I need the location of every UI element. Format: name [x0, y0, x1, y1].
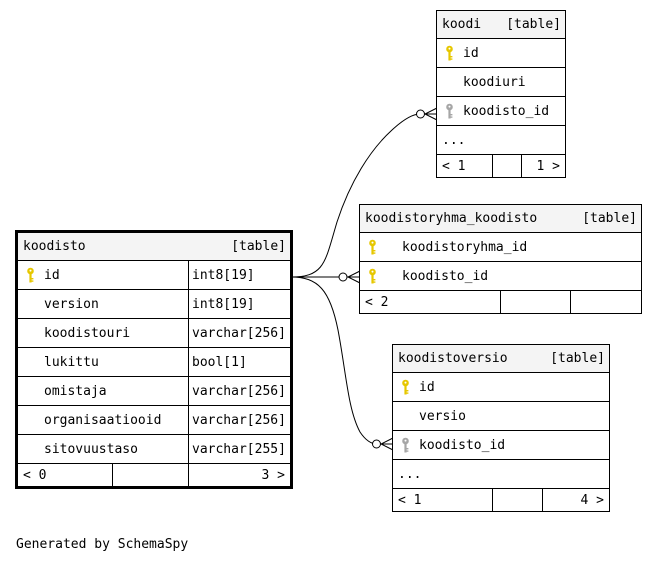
table-header: koodi [table]: [437, 11, 565, 39]
table-name: koodisto: [23, 239, 86, 254]
column-row: koodiuri: [437, 68, 565, 97]
more-columns: ...: [437, 126, 565, 155]
column-name: version: [44, 296, 99, 312]
column-name: koodisto_id: [463, 103, 550, 119]
children-count: 4 >: [542, 489, 609, 511]
column-row: koodisto_id: [437, 97, 565, 126]
primary-key-icon: [360, 233, 384, 261]
footer-middle: [492, 155, 521, 177]
column-row: koodisto_id: [393, 431, 609, 460]
edge-koodistoversio-crowfoot: [379, 437, 394, 451]
column-row: id: [393, 373, 609, 402]
column-name: id: [419, 379, 435, 395]
edge-koodi-zero-marker: [416, 109, 425, 119]
parents-count: < 0: [23, 467, 47, 483]
column-name: lukittu: [44, 354, 99, 370]
column-row: lukittu bool[1]: [18, 348, 290, 377]
column-name: organisaatiooid: [44, 412, 162, 428]
column-name: versio: [419, 408, 466, 424]
column-row: id: [437, 39, 565, 68]
table-koodistoversio[interactable]: koodistoversio [table] id versio koodist…: [392, 344, 610, 512]
column-row: koodistoryhma_id: [360, 233, 641, 262]
column-name: id: [463, 45, 479, 61]
primary-key-icon: [393, 373, 417, 401]
column-row: sitovuustaso varchar[255]: [18, 435, 290, 464]
ellipsis: ...: [398, 466, 422, 482]
parents-count: < 1: [442, 158, 466, 174]
column-name: id: [44, 267, 60, 283]
primary-key-icon: [18, 261, 42, 289]
column-type: varchar[256]: [188, 319, 290, 347]
table-footer: < 2: [360, 291, 641, 313]
column-name: sitovuustaso: [44, 441, 138, 457]
column-name: koodisto_id: [419, 437, 506, 453]
edge-koodi-to-koodisto: [290, 113, 437, 278]
table-header: koodisto [table]: [18, 233, 290, 261]
table-kind: [table]: [550, 351, 605, 366]
column-type: varchar[256]: [188, 377, 290, 405]
column-row: id int8[19]: [18, 261, 290, 290]
column-type: varchar[255]: [188, 435, 290, 463]
column-row: omistaja varchar[256]: [18, 377, 290, 406]
edge-koodistoversio-to-koodisto: [290, 276, 393, 445]
table-name: koodi: [442, 17, 482, 32]
table-name: koodistoversio: [398, 351, 508, 366]
table-header: koodistoversio [table]: [393, 345, 609, 373]
column-type: int8[19]: [188, 261, 290, 289]
more-columns: ...: [393, 460, 609, 489]
footer-middle: [500, 291, 570, 313]
generated-by-text: Generated by SchemaSpy: [16, 537, 189, 552]
column-type: int8[19]: [188, 290, 290, 318]
table-footer: < 0 3 >: [18, 464, 290, 486]
children-count: 3 >: [188, 464, 290, 486]
table-kind: [table]: [582, 211, 637, 226]
column-row: versio: [393, 402, 609, 431]
table-footer: < 1 4 >: [393, 489, 609, 511]
column-row: organisaatiooid varchar[256]: [18, 406, 290, 435]
edge-koodi-crowfoot: [423, 107, 438, 121]
column-name: koodisto_id: [402, 268, 489, 284]
column-type: varchar[256]: [188, 406, 290, 434]
column-name: koodistoryhma_id: [402, 239, 528, 255]
column-name: koodistouri: [44, 325, 131, 341]
edge-koodistoversio-zero-marker: [372, 439, 381, 449]
column-name: omistaja: [44, 383, 107, 399]
primary-key-icon: [437, 39, 461, 67]
table-header: koodistoryhma_koodisto [table]: [360, 205, 641, 233]
table-koodisto[interactable]: koodisto [table] id int8[19] version int…: [15, 230, 293, 489]
column-name: koodiuri: [463, 74, 526, 90]
foreign-key-icon: [393, 431, 417, 459]
edge-koodistoryhma-zero-marker: [338, 272, 348, 282]
table-footer: < 1 1 >: [437, 155, 565, 177]
footer-middle: [112, 464, 188, 486]
table-koodi[interactable]: koodi [table] id koodiuri koodisto_id ..…: [436, 10, 566, 178]
children-count: 1 >: [521, 155, 565, 177]
primary-key-icon: [360, 262, 384, 290]
table-kind: [table]: [231, 239, 286, 254]
column-row: version int8[19]: [18, 290, 290, 319]
parents-count: < 2: [365, 294, 389, 310]
table-koodistoryhma-koodisto[interactable]: koodistoryhma_koodisto [table] koodistor…: [359, 204, 642, 314]
column-row: koodistouri varchar[256]: [18, 319, 290, 348]
parents-count: < 1: [398, 492, 422, 508]
children-count: [570, 291, 641, 313]
edge-koodistoryhma-crowfoot: [346, 270, 361, 284]
footer-middle: [492, 489, 542, 511]
ellipsis: ...: [442, 132, 466, 148]
table-kind: [table]: [506, 17, 561, 32]
foreign-key-icon: [437, 97, 461, 125]
column-row: koodisto_id: [360, 262, 641, 291]
column-type: bool[1]: [188, 348, 290, 376]
table-name: koodistoryhma_koodisto: [365, 211, 538, 226]
